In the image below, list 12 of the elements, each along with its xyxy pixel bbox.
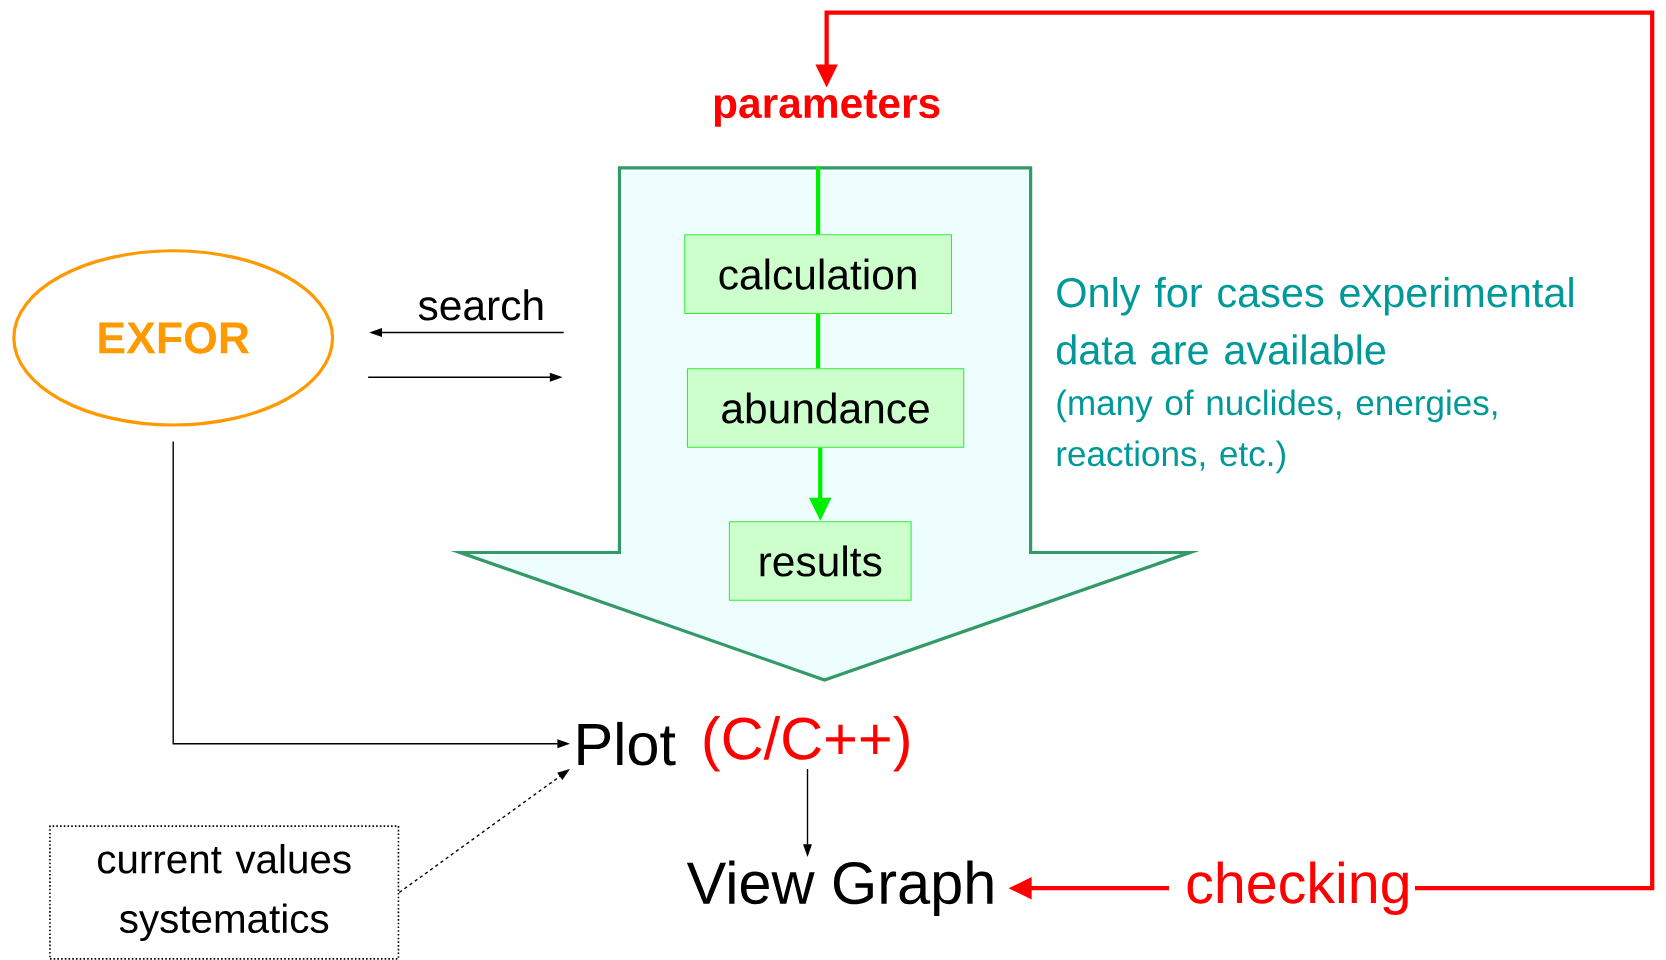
note-box: current values systematics xyxy=(49,825,400,960)
note-text: Only for cases experimental data are available xyxy=(1057,276,1573,365)
parameters-label: parameters xyxy=(714,89,940,127)
process-box: abundance xyxy=(686,367,965,448)
view-graph-label: View Graph xyxy=(686,860,993,916)
process-box: calculation xyxy=(684,234,952,314)
note-text: (many of nuclides, energies, reactions, etc.) xyxy=(1057,389,1497,473)
plot-label: Plot xyxy=(578,721,676,766)
edge-label: search xyxy=(418,289,543,321)
language-label: (C/C++) xyxy=(704,715,909,772)
checking-label: checking xyxy=(1187,861,1408,915)
process-box: results xyxy=(728,520,912,601)
